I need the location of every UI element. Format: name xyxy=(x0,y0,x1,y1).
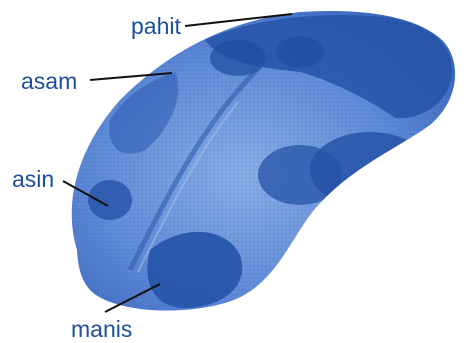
label-asam: asam xyxy=(21,68,77,94)
label-pahit: pahit xyxy=(131,13,181,39)
label-asin: asin xyxy=(12,166,54,192)
label-manis: manis xyxy=(71,316,132,342)
taste-zone-asin xyxy=(88,180,132,220)
